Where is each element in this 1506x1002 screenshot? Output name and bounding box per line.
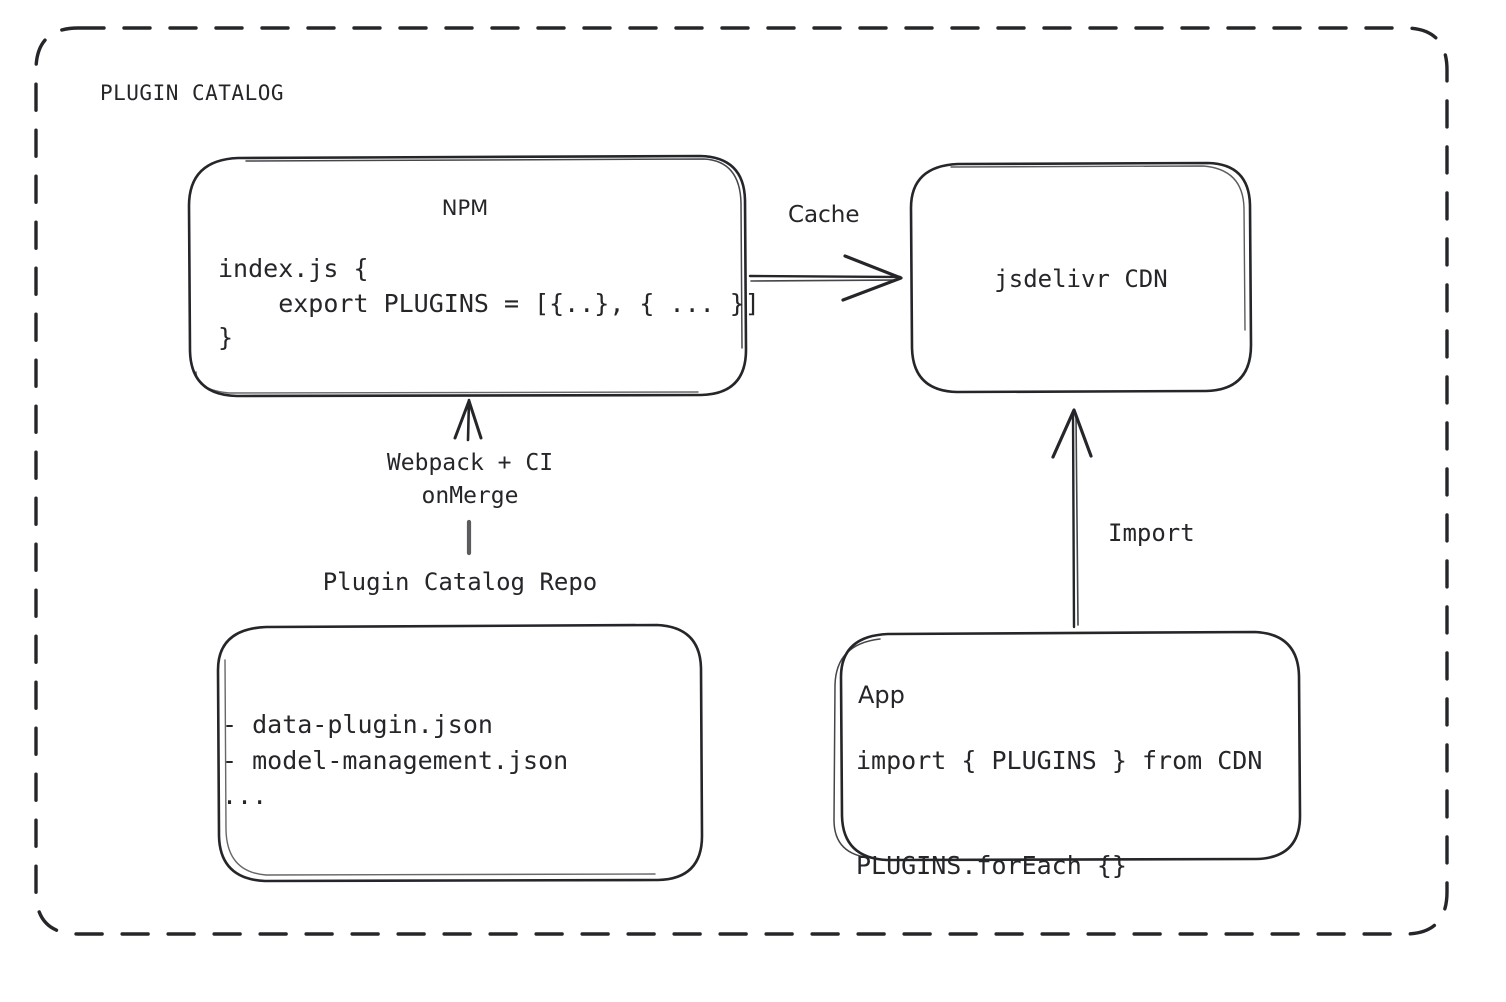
webpack-arrow-head — [453, 399, 483, 440]
npm-node-code: index.js { export PLUGINS = [{..}, { ...… — [218, 254, 760, 352]
cdn-node-title: jsdelivr CDN — [994, 265, 1168, 293]
app-node-code: import { PLUGINS } from CDN PLUGINS.forE… — [856, 746, 1263, 880]
repo-node-label: Plugin Catalog Repo — [322, 568, 598, 596]
import-arrow-shaft-sketch — [1075, 413, 1079, 626]
app-node-title: App — [858, 681, 905, 709]
import-arrow-head — [1051, 408, 1093, 459]
cache-arrow-shaft — [748, 274, 902, 279]
npm-box-border-sketch-2 — [195, 371, 699, 394]
npm-node-title: NPM — [441, 196, 489, 220]
group-title: PLUGIN CATALOG — [100, 81, 285, 105]
cache-edge-label: Cache — [788, 202, 860, 228]
repo-node-code: - data-plugin.json - model-management.js… — [222, 710, 569, 810]
import-edge-label: Import — [1108, 519, 1195, 547]
cache-arrow-head — [841, 254, 903, 302]
import-arrow-shaft — [1071, 410, 1076, 629]
webpack-edge-label: Webpack + CI onMerge — [386, 450, 554, 509]
cache-arrow-shaft-sketch — [750, 279, 897, 282]
cdn-box-border-sketch — [950, 165, 1246, 331]
webpack-arrow-shaft — [466, 398, 471, 442]
